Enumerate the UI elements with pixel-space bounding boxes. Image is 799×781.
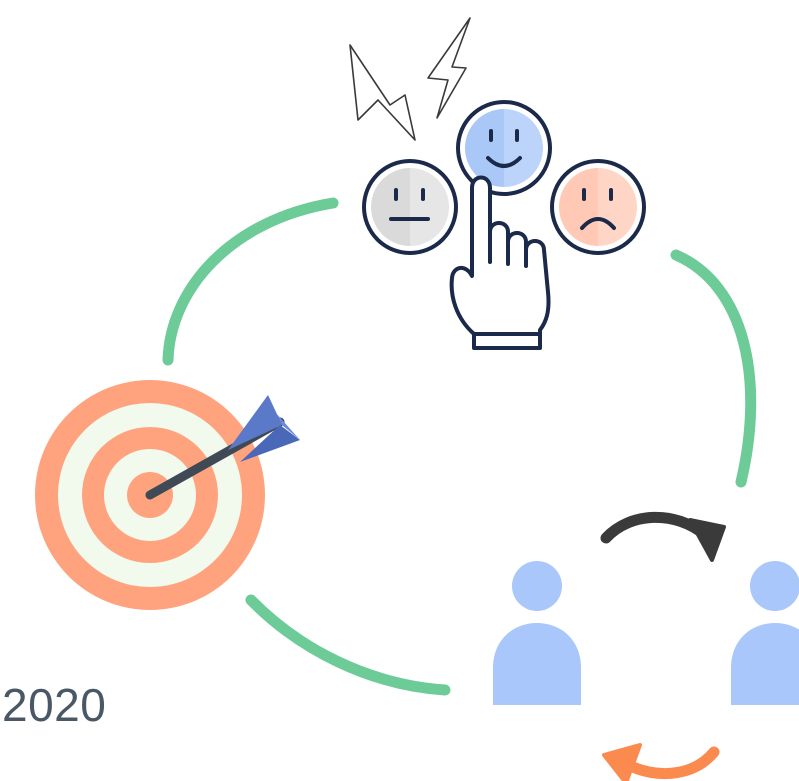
person-icon-left [493, 561, 581, 705]
target-icon [35, 380, 300, 610]
orange-curved-arrow-icon [602, 743, 720, 781]
pointing-hand-icon [449, 175, 551, 350]
happy-face-icon [456, 100, 552, 196]
dark-curved-arrow-icon [600, 511, 726, 562]
lightning-icon [349, 17, 471, 141]
person-icon-right [731, 561, 799, 705]
cycle-arc-right [670, 249, 757, 488]
cycle-arc-bottom [245, 594, 451, 696]
cycle-arcs [162, 197, 757, 696]
sad-face-icon [550, 159, 646, 255]
neutral-face-icon [362, 159, 458, 255]
arrow-icon [145, 395, 300, 500]
year-label: 2020 [2, 679, 107, 731]
cycle-arc-top-left [162, 197, 339, 366]
